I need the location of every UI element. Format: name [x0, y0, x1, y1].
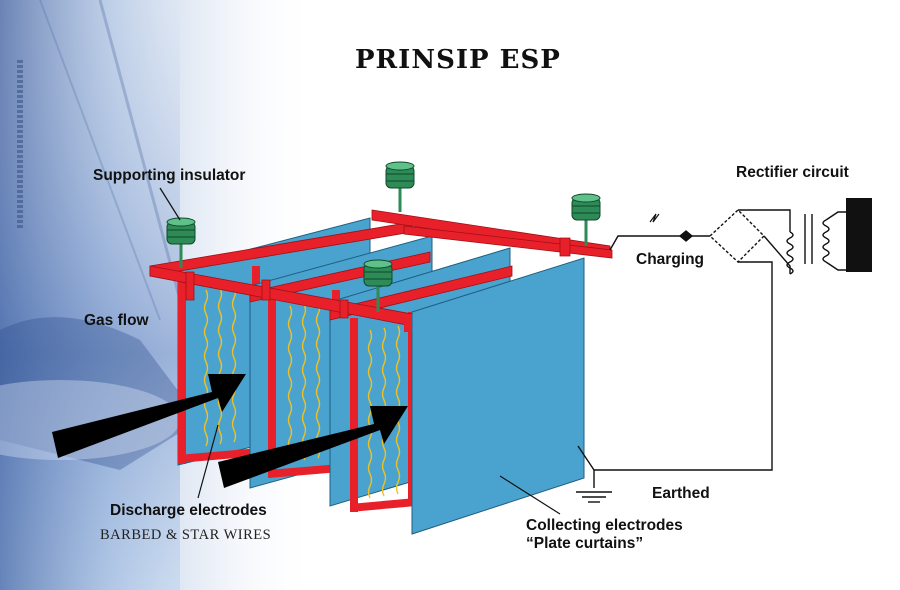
label-rectifier-circuit: Rectifier circuit	[736, 164, 849, 181]
label-collecting-electrodes: Collecting electrodes	[526, 517, 683, 534]
discharge-wires-back	[203, 285, 237, 447]
insulator-icon	[363, 259, 393, 312]
label-earthed: Earthed	[652, 485, 710, 502]
page-title: PRINSIP ESP	[355, 45, 561, 75]
label-discharge-electrodes-sub: BARBED & STAR WIRES	[100, 527, 272, 543]
label-gas-flow: Gas flow	[84, 312, 149, 329]
collecting-plate-front	[411, 257, 585, 535]
charging-circuit	[576, 209, 846, 503]
insulator-icon	[571, 193, 601, 246]
label-supporting-insulator: Supporting insulator	[93, 167, 246, 184]
insulator-icon	[385, 161, 415, 212]
discharge-wires-middle	[287, 301, 321, 463]
gas-flow-arrow-icon	[52, 374, 246, 458]
ac-source-icon	[846, 198, 872, 272]
support-bus-bars	[149, 209, 613, 327]
bus-bar-end	[404, 314, 412, 332]
label-charging: Charging	[636, 251, 705, 268]
pointer-lines	[159, 187, 561, 515]
label-collecting-electrodes-sub: “Plate curtains”	[526, 535, 644, 552]
gas-flow-arrow-icon	[218, 406, 408, 488]
supporting-insulator-icons	[166, 161, 601, 312]
label-discharge-electrodes: Discharge electrodes	[110, 502, 267, 519]
insulator-icon	[166, 217, 196, 268]
